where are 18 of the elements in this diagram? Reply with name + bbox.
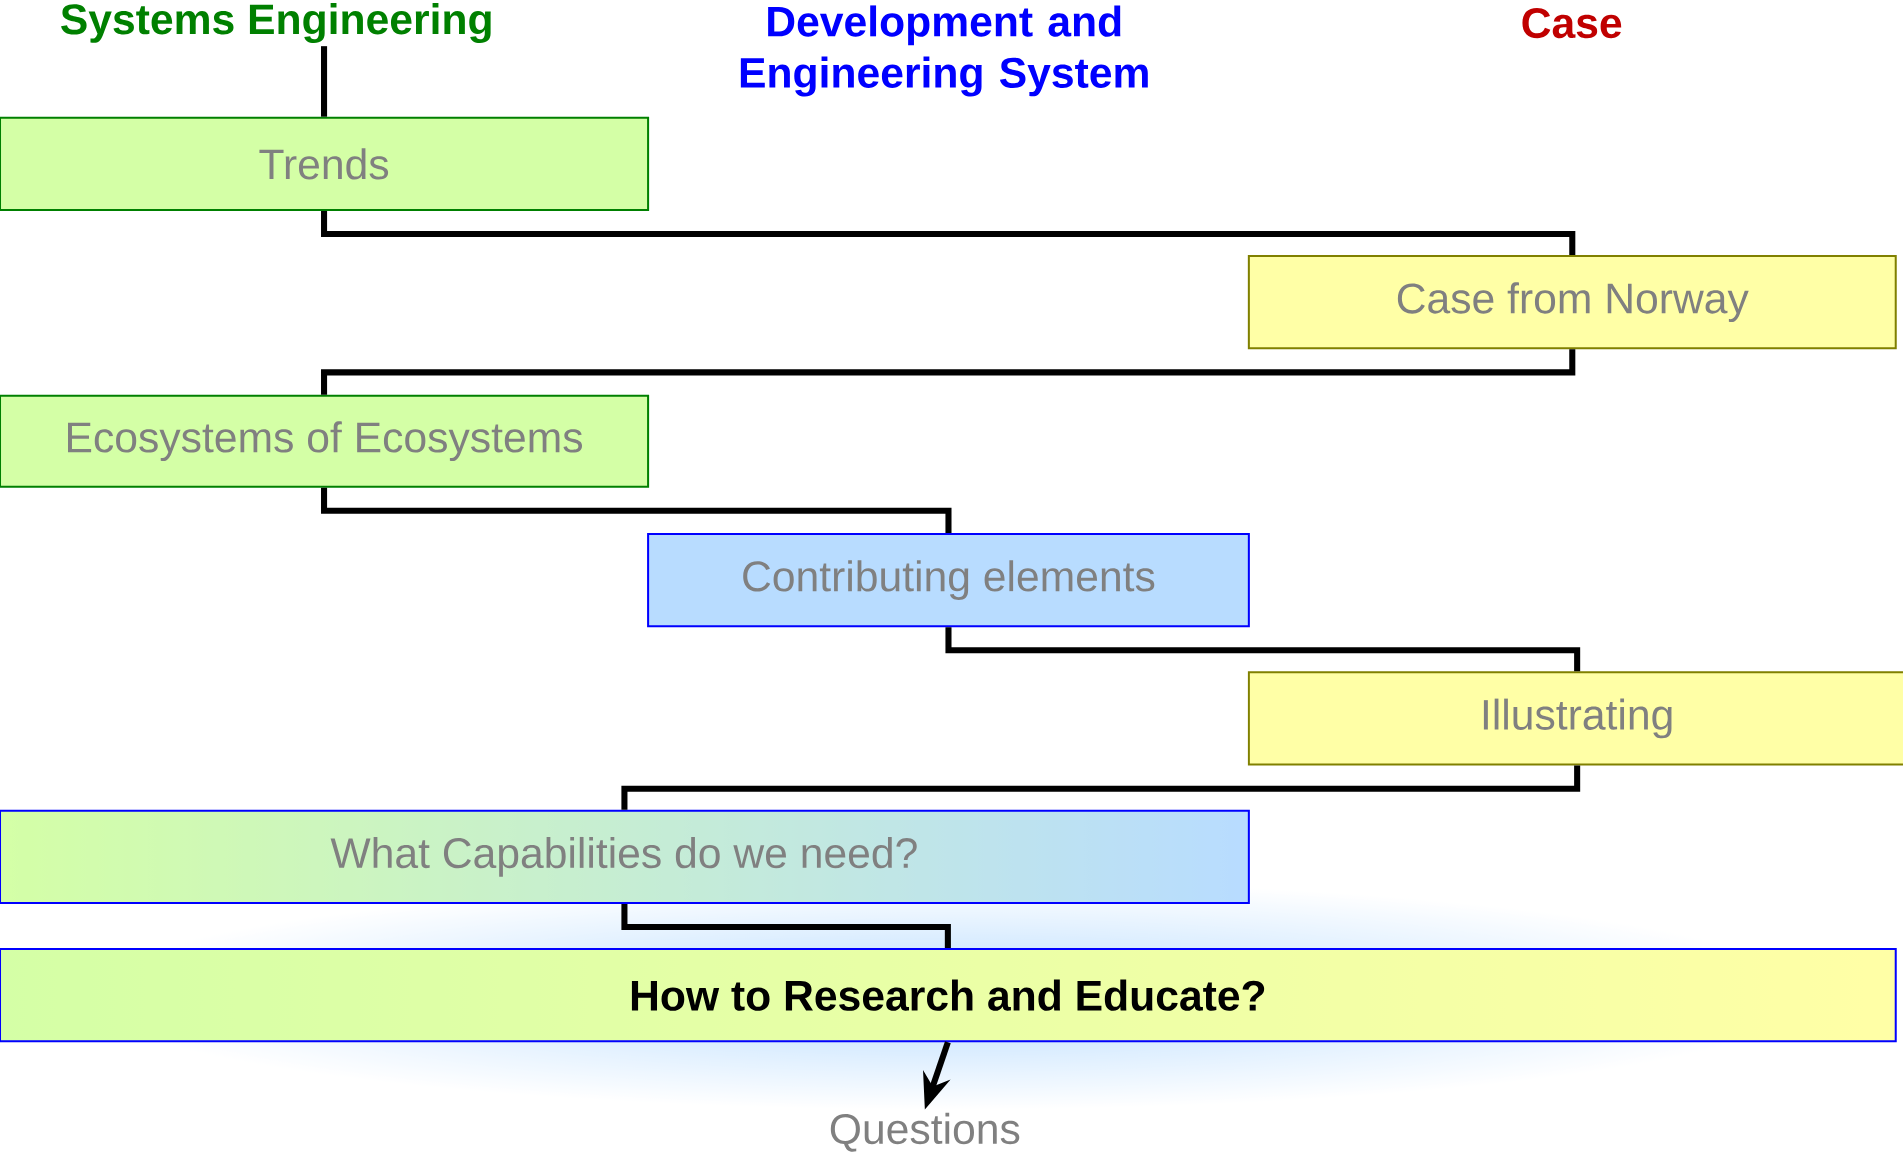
connector bbox=[621, 904, 951, 949]
column-heading: Development and Engineering System bbox=[740, 5, 1148, 97]
process-box: Contributing elements bbox=[647, 533, 1250, 628]
connector bbox=[945, 627, 1581, 672]
connector bbox=[321, 46, 328, 117]
process-box: Ecosystems of Ecosystems bbox=[0, 394, 650, 488]
banner-box: How to Research and Educate? bbox=[0, 948, 1897, 1043]
column-heading: Systems Engineering bbox=[61, 3, 491, 44]
column-heading: Case bbox=[1522, 8, 1622, 39]
process-box: What Capabilities do we need? bbox=[0, 809, 1250, 905]
connector bbox=[621, 765, 1581, 810]
connector bbox=[321, 211, 1576, 256]
connector bbox=[321, 349, 1576, 395]
connector bbox=[321, 487, 952, 534]
bare-text: Questions bbox=[830, 1113, 1020, 1152]
process-box: Case from Norway bbox=[1247, 255, 1897, 350]
process-box: Illustrating bbox=[1247, 671, 1903, 766]
process-box: Trends bbox=[0, 116, 650, 212]
